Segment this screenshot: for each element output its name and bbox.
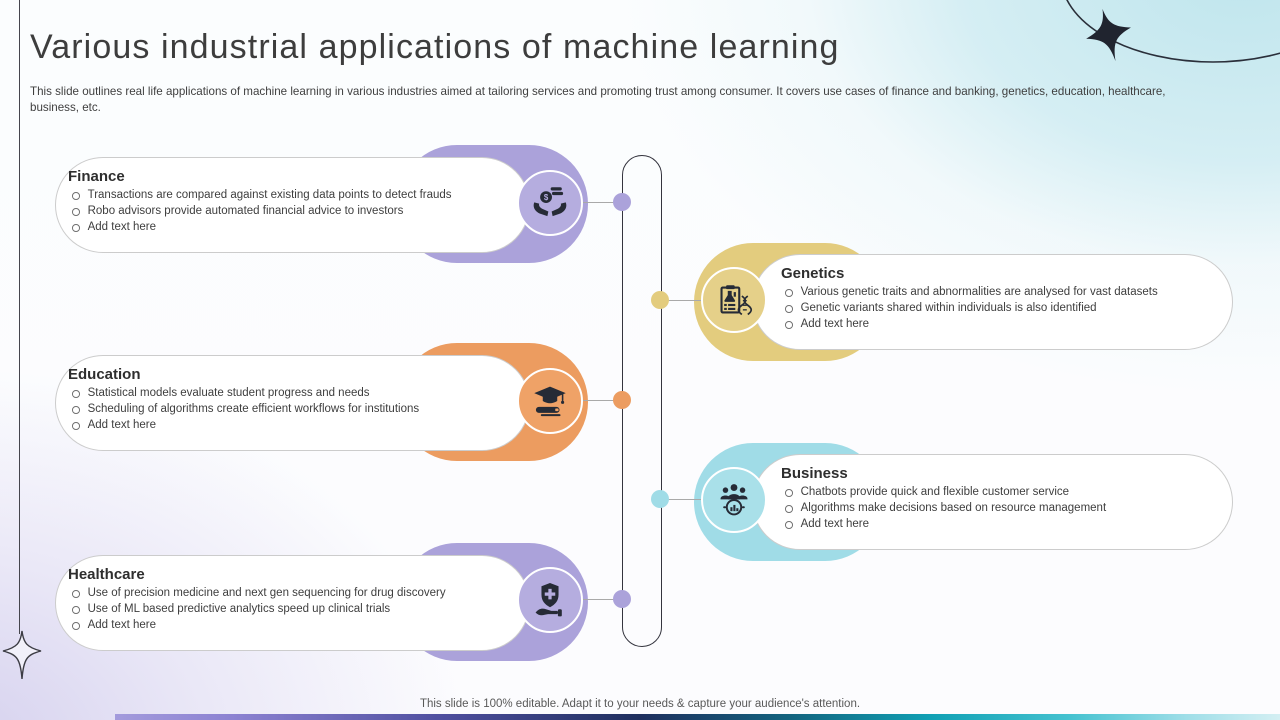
bullet-marker [72, 422, 80, 430]
add-text-placeholder[interactable]: Add text here [68, 618, 499, 634]
add-text-placeholder[interactable]: Add text here [68, 220, 499, 236]
bullet-marker [72, 622, 80, 630]
hands-coins-icon: $ [517, 170, 583, 236]
add-text-placeholder[interactable]: Add text here [781, 517, 1218, 533]
bullet-item: Use of ML based predictive analytics spe… [68, 602, 499, 618]
section-title: Business [781, 465, 848, 482]
business-card: Business Chatbots provide quick and flex… [752, 454, 1233, 550]
bullet-marker [785, 305, 793, 313]
connector-line [660, 499, 701, 501]
bullet-marker [785, 521, 793, 529]
outline-star-icon [2, 630, 42, 680]
connector-line [583, 202, 622, 204]
section-title: Education [68, 366, 141, 383]
slide-description: This slide outlines real life applicatio… [30, 85, 1166, 114]
connector-line [583, 599, 622, 601]
shield-hand-icon [517, 567, 583, 633]
connector-line [583, 400, 622, 402]
bullet-marker [785, 489, 793, 497]
bullet-item: Algorithms make decisions based on resou… [781, 501, 1218, 517]
genetics-card: Genetics Various genetic traits and abno… [752, 254, 1233, 350]
bullet-marker [72, 390, 80, 398]
healthcare-card: Healthcare Use of precision medicine and… [55, 555, 530, 651]
bullet-marker [785, 505, 793, 513]
section-title: Healthcare [68, 566, 145, 583]
bullet-marker [72, 192, 80, 200]
bullet-marker [72, 208, 80, 216]
bullet-item: Various genetic traits and abnormalities… [781, 285, 1218, 301]
bullet-item: Robo advisors provide automated financia… [68, 204, 499, 220]
bullet-marker [785, 321, 793, 329]
add-text-placeholder[interactable]: Add text here [68, 418, 499, 434]
svg-text:$: $ [544, 193, 549, 202]
bullet-item: Transactions are compared against existi… [68, 188, 499, 204]
bullet-marker [72, 590, 80, 598]
footer-note: This slide is 100% editable. Adapt it to… [419, 698, 861, 710]
bullet-item: Statistical models evaluate student prog… [68, 386, 499, 402]
connector-dot [613, 391, 631, 409]
bullet-item: Genetic variants shared within individua… [781, 301, 1218, 317]
bullet-marker [72, 406, 80, 414]
bullet-item: Use of precision medicine and next gen s… [68, 586, 499, 602]
section-title: Genetics [781, 265, 845, 282]
page-title: Various industrial applications of machi… [30, 28, 840, 66]
finance-card: Finance Transactions are compared agains… [55, 157, 530, 253]
connector-dot [651, 490, 669, 508]
bullet-marker [785, 289, 793, 297]
connector-line [660, 300, 701, 302]
connector-dot [651, 291, 669, 309]
bullet-item: Scheduling of algorithms create efficien… [68, 402, 499, 418]
section-title: Finance [68, 168, 125, 185]
connector-dot [613, 193, 631, 211]
bullet-marker [72, 606, 80, 614]
left-accent-line [19, 0, 21, 634]
connector-dot [613, 590, 631, 608]
add-text-placeholder[interactable]: Add text here [781, 317, 1218, 333]
team-analytics-icon [701, 467, 767, 533]
bullet-marker [72, 224, 80, 232]
sparkle-star-icon [1086, 8, 1131, 62]
education-card: Education Statistical models evaluate st… [55, 355, 530, 451]
bullet-item: Chatbots provide quick and flexible cust… [781, 485, 1218, 501]
clipboard-dna-icon [701, 267, 767, 333]
graduation-books-icon [517, 368, 583, 434]
bottom-gradient-bar [115, 714, 1280, 720]
